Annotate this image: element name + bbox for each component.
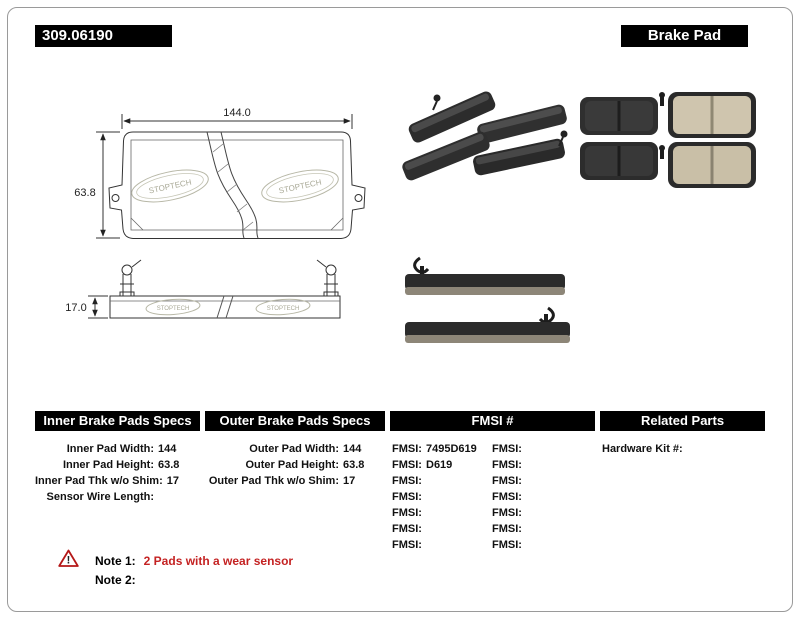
pad-photo xyxy=(668,92,756,138)
table-row: FMSI: xyxy=(392,537,492,553)
note-1-label: Note 1: xyxy=(95,554,136,568)
fmsi-label: FMSI: xyxy=(392,475,422,487)
wear-sensor-clip-right xyxy=(316,259,338,296)
spec-value: 17 xyxy=(166,475,179,487)
table-row: Outer Pad Height: 63.8 xyxy=(205,457,385,473)
fmsi-label: FMSI: xyxy=(492,507,522,519)
table-row: FMSI: xyxy=(492,441,592,457)
spec-label: Outer Pad Thk w/o Shim: xyxy=(208,475,339,487)
related-parts-header: Related Parts xyxy=(600,411,765,431)
inner-specs-table: Inner Pad Width: 144 Inner Pad Height: 6… xyxy=(35,441,200,505)
fmsi-label: FMSI: xyxy=(392,539,422,551)
table-row: Outer Pad Width: 144 xyxy=(205,441,385,457)
stoptech-logo-text: STOPTECH xyxy=(157,306,190,312)
fmsi-label: FMSI: xyxy=(492,491,522,503)
table-row: Inner Pad Height: 63.8 xyxy=(35,457,200,473)
spec-value: 63.8 xyxy=(343,459,365,471)
warning-glyph: ! xyxy=(67,555,71,567)
table-row: Inner Pad Width: 144 xyxy=(35,441,200,457)
related-parts-table: Hardware Kit #: xyxy=(602,441,762,457)
stoptech-logo-watermark: STOPTECH xyxy=(255,298,311,316)
table-row: FMSI: 7495D619 xyxy=(392,441,492,457)
table-row: Hardware Kit #: xyxy=(602,441,762,457)
wear-sensor-clip-photo xyxy=(432,94,441,111)
note-1-text: 2 Pads with a wear sensor xyxy=(143,554,294,568)
spec-value: 144 xyxy=(158,443,177,455)
part-number: 309.06190 xyxy=(35,25,172,47)
fmsi-header: FMSI # xyxy=(390,411,595,431)
pad-photo xyxy=(580,142,658,180)
dim-thickness-label: 17.0 xyxy=(65,302,86,314)
note-2: Note 2: xyxy=(95,571,144,589)
fmsi-table-col2: FMSI: FMSI: FMSI: FMSI: FMSI: FMSI: FMSI… xyxy=(492,441,592,553)
pad-photo xyxy=(668,142,756,188)
dim-height-label: 63.8 xyxy=(74,187,95,199)
fmsi-label: FMSI: xyxy=(392,523,422,535)
spec-label: Inner Pad Width: xyxy=(66,443,154,455)
outer-specs-header: Outer Brake Pads Specs xyxy=(205,411,385,431)
warning-icon: ! xyxy=(58,549,79,567)
spec-label: Outer Pad Width: xyxy=(249,443,339,455)
pad-photo xyxy=(580,97,658,135)
fmsi-label: FMSI: xyxy=(492,539,522,551)
inner-specs-header: Inner Brake Pads Specs xyxy=(35,411,200,431)
table-row: FMSI: D619 xyxy=(392,457,492,473)
table-row: FMSI: xyxy=(392,521,492,537)
related-label: Hardware Kit #: xyxy=(602,443,683,455)
wear-sensor-clip-photo xyxy=(558,130,568,147)
table-row: FMSI: xyxy=(492,537,592,553)
spec-value: 144 xyxy=(343,443,362,455)
front-view-drawing: 144.0 STOPTECH STOPTECH 63. xyxy=(74,107,366,239)
table-row: FMSI: xyxy=(492,473,592,489)
table-row: FMSI: xyxy=(392,489,492,505)
table-row: FMSI: xyxy=(392,505,492,521)
product-type: Brake Pad xyxy=(621,25,748,47)
page-border xyxy=(7,7,793,612)
stoptech-logo-text: STOPTECH xyxy=(267,306,300,312)
spec-value: 17 xyxy=(343,475,356,487)
profile-view-drawing: STOPTECH STOPTECH 17.0 xyxy=(65,259,341,319)
fmsi-value: 7495D619 xyxy=(426,443,477,455)
fmsi-label: FMSI: xyxy=(492,523,522,535)
note-2-label: Note 2: xyxy=(95,573,136,587)
table-row: FMSI: xyxy=(492,505,592,521)
table-row: Inner Pad Thk w/o Shim: 17 xyxy=(35,473,200,489)
outer-specs-table: Outer Pad Width: 144 Outer Pad Height: 6… xyxy=(205,441,385,489)
fmsi-value: D619 xyxy=(426,459,453,471)
wear-sensor-clip-left xyxy=(120,259,142,296)
fmsi-label: FMSI: xyxy=(392,459,422,471)
stoptech-logo-watermark: STOPTECH xyxy=(261,169,339,203)
table-row: Sensor Wire Length: xyxy=(35,489,200,505)
pad-photo-set-flat xyxy=(580,92,756,188)
pad-edge-photo-2 xyxy=(405,306,570,343)
fmsi-label: FMSI: xyxy=(392,443,422,455)
pad-edge-photo-1 xyxy=(405,256,565,295)
spec-value: 63.8 xyxy=(158,459,180,471)
spec-label: Inner Pad Height: xyxy=(62,459,154,471)
fmsi-table-col1: FMSI: 7495D619 FMSI: D619 FMSI: FMSI: FM… xyxy=(392,441,492,553)
wear-sensor-clip-photo xyxy=(659,145,665,159)
spec-label: Inner Pad Thk w/o Shim: xyxy=(35,475,163,487)
dim-width-label: 144.0 xyxy=(223,107,251,119)
table-row: FMSI: xyxy=(492,457,592,473)
pad-photo-set-angled xyxy=(402,91,568,181)
fmsi-label: FMSI: xyxy=(392,491,422,503)
spec-label: Outer Pad Height: xyxy=(245,459,339,471)
wear-sensor-clip-photo xyxy=(659,92,665,106)
table-row: Outer Pad Thk w/o Shim: 17 xyxy=(205,473,385,489)
fmsi-label: FMSI: xyxy=(492,459,522,471)
spec-value xyxy=(154,489,200,505)
stoptech-logo-watermark: STOPTECH xyxy=(145,298,201,316)
note-1: Note 1: 2 Pads with a wear sensor xyxy=(95,552,293,570)
notes-section: ! xyxy=(58,549,79,573)
stoptech-logo-watermark: STOPTECH xyxy=(131,169,209,203)
fmsi-label: FMSI: xyxy=(492,443,522,455)
table-row: FMSI: xyxy=(492,489,592,505)
fmsi-label: FMSI: xyxy=(492,475,522,487)
table-row: FMSI: xyxy=(392,473,492,489)
fmsi-label: FMSI: xyxy=(392,507,422,519)
spec-label: Sensor Wire Length: xyxy=(46,491,154,503)
table-row: FMSI: xyxy=(492,521,592,537)
